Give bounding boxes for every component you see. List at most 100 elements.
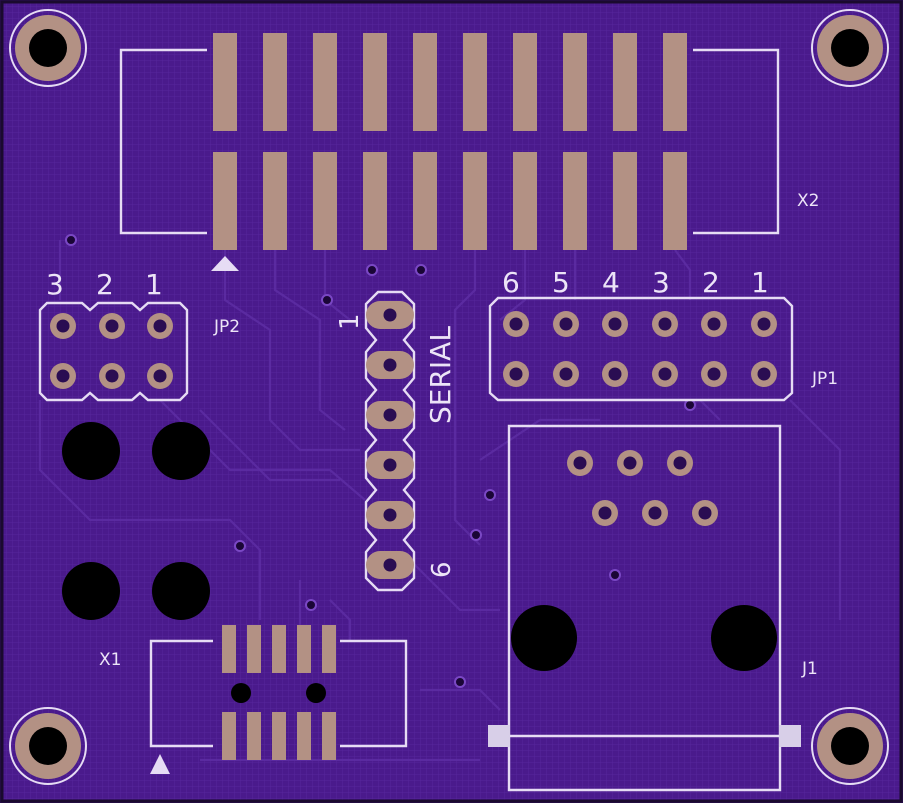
serial-pad [366, 301, 414, 329]
header-jp2: 3 2 1 JP2 [38, 268, 240, 402]
x2-pad [313, 152, 337, 250]
mounting-hole-top-left [9, 9, 87, 87]
x2-pad [313, 33, 337, 131]
through-hole-pad [667, 450, 693, 476]
vias [65, 234, 696, 688]
serial-label: SERIAL [424, 326, 457, 424]
through-hole-pad [553, 311, 579, 337]
x2-pad [263, 152, 287, 250]
jp1-pin-number: 6 [502, 266, 520, 299]
j1-label: J1 [801, 659, 818, 679]
header-jp1: 6 5 4 3 2 1 JP1 [488, 266, 838, 402]
x1-pad [297, 712, 311, 760]
x2-pad [213, 33, 237, 131]
x1-pads [222, 625, 336, 760]
through-hole-pad [751, 361, 777, 387]
through-hole-pad [99, 313, 125, 339]
jp2-pin-number: 2 [96, 268, 114, 301]
through-hole-pad [99, 363, 125, 389]
x1-pad [297, 625, 311, 673]
x2-pad [563, 33, 587, 131]
header-serial: SERIAL 1 6 [335, 290, 457, 592]
through-hole-pad [692, 500, 718, 526]
through-hole-pad [617, 450, 643, 476]
mounting-hole-top-right [811, 9, 889, 87]
x2-pad [463, 33, 487, 131]
through-hole-pad [503, 311, 529, 337]
x1-label: X1 [99, 650, 121, 670]
x1-pad [247, 625, 261, 673]
x2-top-pads [213, 33, 687, 131]
x2-pad [263, 33, 287, 131]
x2-label: X2 [797, 191, 819, 211]
through-hole-pad [701, 311, 727, 337]
jp1-pin-number: 3 [652, 266, 670, 299]
x2-pad [613, 33, 637, 131]
x2-pad [563, 152, 587, 250]
serial-pad [366, 501, 414, 529]
through-hole-pad [147, 313, 173, 339]
x2-pad [413, 152, 437, 250]
jp1-pin-number: 2 [702, 266, 720, 299]
x2-pad [213, 152, 237, 250]
x2-pad [463, 152, 487, 250]
through-hole-pad [147, 363, 173, 389]
through-hole-pad [652, 361, 678, 387]
jp1-pin-number: 4 [602, 266, 620, 299]
x1-pad [322, 625, 336, 673]
through-hole-pad [701, 361, 727, 387]
through-hole-pad [592, 500, 618, 526]
serial-pin-last: 6 [427, 561, 457, 578]
x1-pin1-marker [150, 754, 170, 774]
through-hole-pad [503, 361, 529, 387]
through-hole-pad [602, 361, 628, 387]
x2-pin1-marker [211, 256, 239, 271]
mounting-holes [9, 9, 889, 785]
x1-pad [247, 712, 261, 760]
connector-j1: J1 [488, 424, 818, 792]
connector-x2: X2 [119, 33, 819, 271]
j1-tab-left [488, 725, 510, 747]
x1-pad [222, 712, 236, 760]
jp1-label: JP1 [811, 369, 838, 389]
serial-pad [366, 351, 414, 379]
jp2-pads [50, 313, 173, 389]
through-hole-pad [567, 450, 593, 476]
x2-pad [613, 152, 637, 250]
x1-pad [222, 625, 236, 673]
through-hole-pad [652, 311, 678, 337]
x1-pad [272, 625, 286, 673]
jp2-pin-number: 3 [46, 268, 64, 301]
through-hole-pad [642, 500, 668, 526]
x1-pad [322, 712, 336, 760]
x2-pad [663, 33, 687, 131]
j1-pads [567, 450, 718, 526]
x2-pad [513, 33, 537, 131]
through-hole-pad [751, 311, 777, 337]
x2-pad [363, 33, 387, 131]
jp1-pin-number: 5 [552, 266, 570, 299]
x2-bottom-pads [213, 152, 687, 250]
jp1-pin-number: 1 [751, 266, 769, 299]
j1-tab-right [779, 725, 801, 747]
mounting-hole-bottom-left [9, 707, 87, 785]
serial-pad [366, 451, 414, 479]
large-holes-left [62, 422, 210, 620]
through-hole-pad [602, 311, 628, 337]
x2-pad [363, 152, 387, 250]
through-hole-pad [553, 361, 579, 387]
x2-pad [413, 33, 437, 131]
jp2-label: JP2 [213, 317, 240, 337]
x1-pad [272, 712, 286, 760]
through-hole-pad [50, 313, 76, 339]
mounting-hole-bottom-right [811, 707, 889, 785]
serial-pads [366, 301, 414, 579]
serial-pad [366, 401, 414, 429]
jp2-pin-number: 1 [145, 268, 163, 301]
serial-pad [366, 551, 414, 579]
x2-pad [513, 152, 537, 250]
serial-pin-first: 1 [335, 313, 365, 330]
x2-pad [663, 152, 687, 250]
component-x1: X1 [99, 625, 408, 774]
jp1-pads [503, 311, 777, 387]
